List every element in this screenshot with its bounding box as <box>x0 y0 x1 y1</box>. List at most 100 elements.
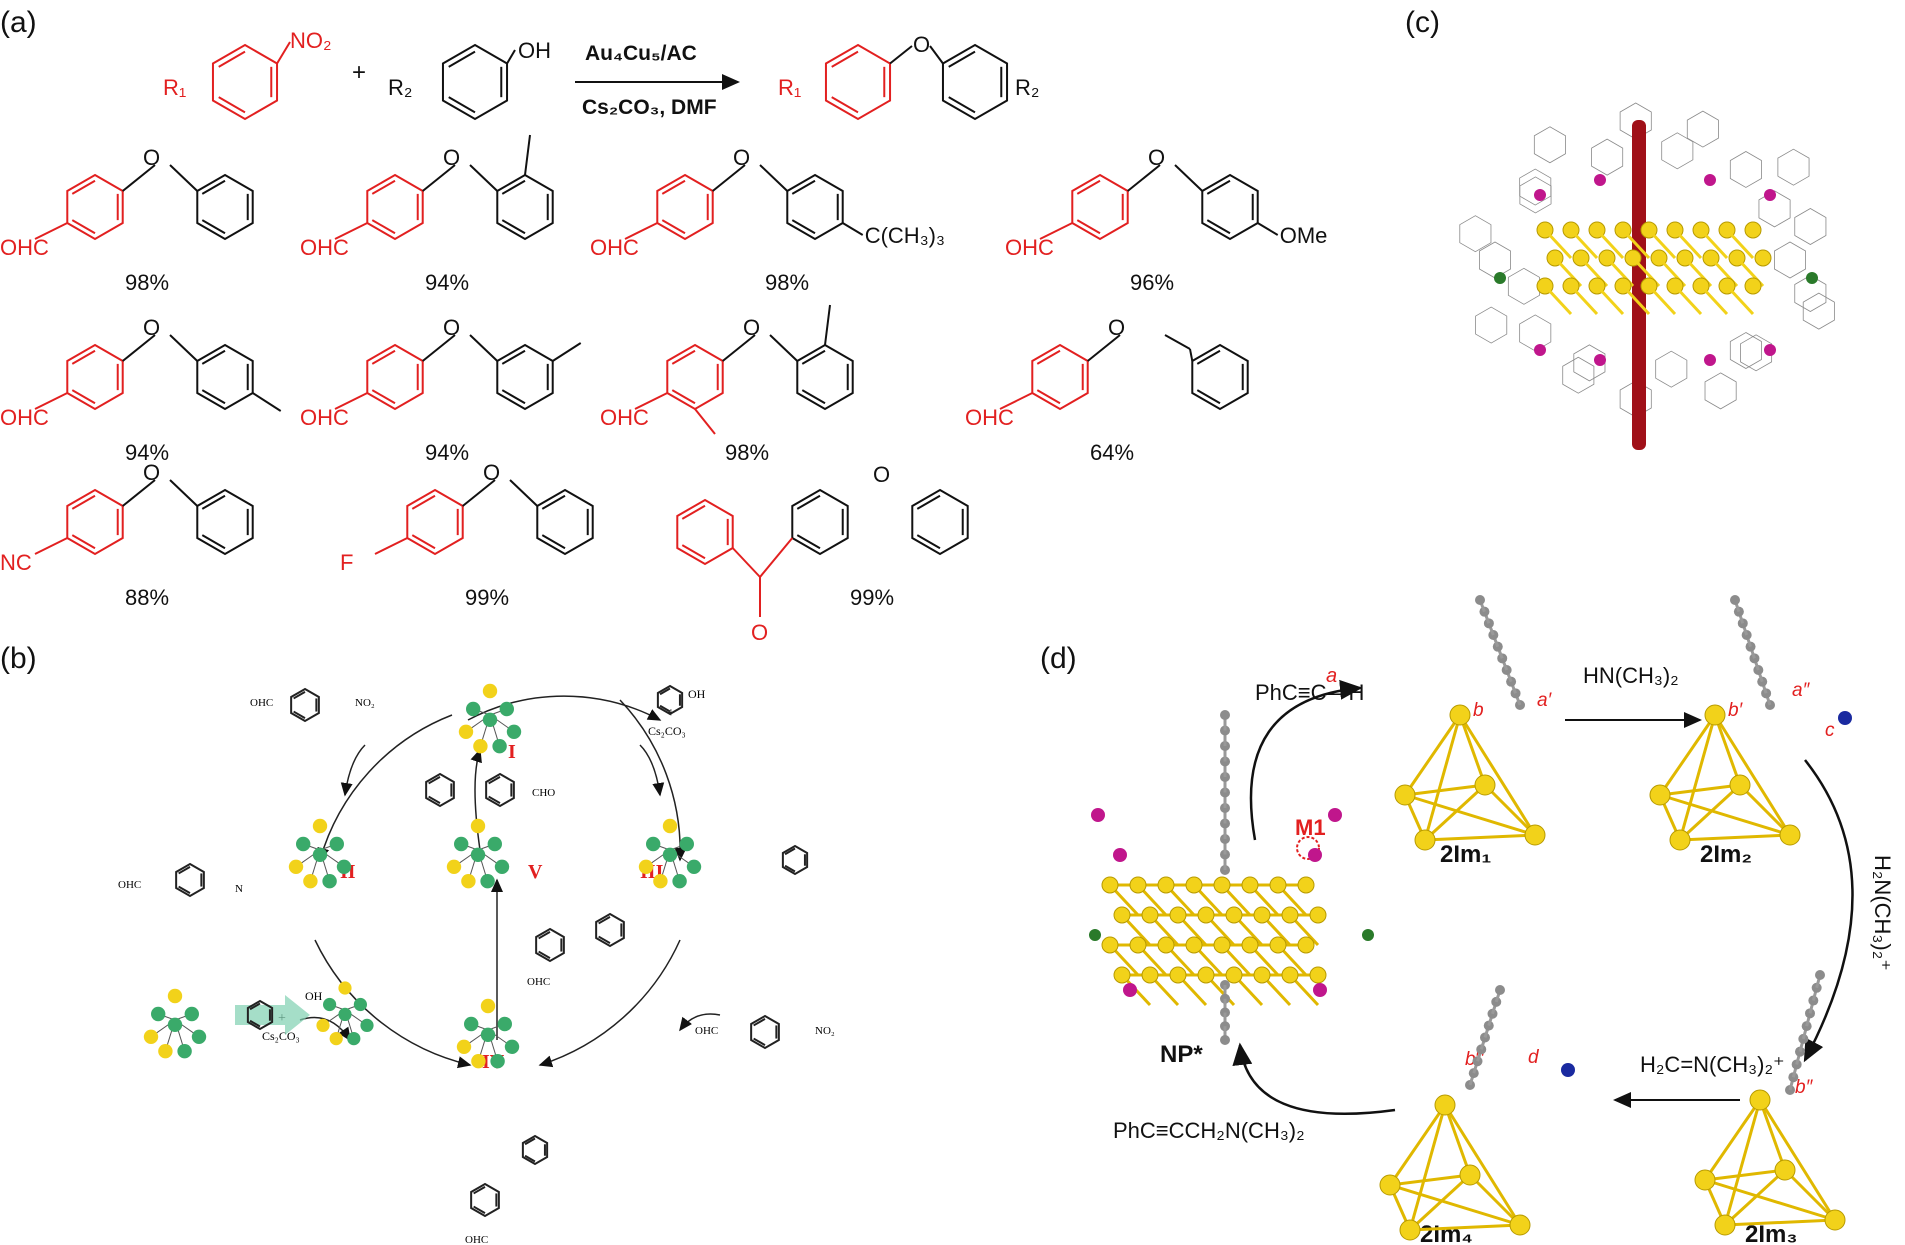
metal-atom <box>1714 1214 1736 1236</box>
phenyl-wire <box>1475 306 1508 344</box>
cluster-atom <box>167 988 183 1004</box>
bond-d: d <box>1528 1047 1540 1068</box>
cluster-atom <box>679 836 694 852</box>
phosphorus-atom <box>1313 983 1327 997</box>
reagent-dimethylamine: HN(CH₃)₂ <box>1583 663 1679 688</box>
cluster-atom <box>456 1039 472 1055</box>
functional-group: OHC <box>300 405 349 430</box>
yield-label: 98% <box>765 270 809 295</box>
metal-atom <box>1213 936 1231 954</box>
cluster-atom <box>653 874 668 889</box>
cluster-atom <box>662 847 678 862</box>
phenyl-wire <box>1758 190 1791 228</box>
cluster-atom <box>158 1044 173 1059</box>
functional-group: OHC <box>965 405 1014 430</box>
phenyl-wire <box>1661 132 1694 170</box>
reactant1-no2: NO₂ <box>290 28 332 53</box>
phenol-ring <box>441 43 516 121</box>
ether-o: O <box>143 145 160 170</box>
cycle-b-drawings <box>143 683 809 1218</box>
product-propargylamine: PhC≡CCH₂N(CH₃)₂ <box>1113 1118 1305 1143</box>
phenyl-ring <box>496 173 554 241</box>
reactant1-r1: R₁ <box>163 75 186 100</box>
ether-o: O <box>1148 145 1165 170</box>
metal-atom <box>1297 936 1315 954</box>
bond-b: b <box>1473 700 1484 721</box>
phenyl-ring <box>196 173 254 241</box>
metal-atom <box>1213 876 1231 894</box>
ether-o: O <box>443 145 460 170</box>
np-label: NP* <box>1160 1041 1203 1068</box>
aryl-ring <box>66 343 124 411</box>
cluster-atom <box>494 859 510 874</box>
metal-atom <box>1253 906 1271 924</box>
phenyl-wire <box>1802 292 1835 330</box>
cluster-atom <box>296 836 311 852</box>
metal-atom <box>1669 829 1691 851</box>
cluster-atom <box>471 1054 486 1069</box>
carbon-atom <box>1220 710 1230 720</box>
aryl-ring <box>366 173 424 241</box>
cluster-atom <box>143 1029 159 1045</box>
metal-atom <box>1113 906 1131 924</box>
cluster-I <box>458 683 522 754</box>
metal-atom <box>1241 876 1259 894</box>
np-cluster <box>1089 808 1374 1007</box>
nitro-reagent-no2: NO₂ <box>355 697 375 709</box>
intermediate-2im2: 2Im₂ <box>1700 841 1752 868</box>
carbonyl-o: O <box>751 620 768 645</box>
cluster-atom <box>167 1017 183 1032</box>
yield-label: 96% <box>1130 270 1174 295</box>
n-ii: N <box>235 883 243 895</box>
metal-atom <box>1269 876 1287 894</box>
phenyl-wire <box>1519 168 1552 206</box>
metal-atom <box>1749 1089 1771 1111</box>
bond-b-prime: b′ <box>1728 700 1744 721</box>
metal-atom <box>1225 906 1243 924</box>
product-r1: R₁ <box>778 75 801 100</box>
alkyne-2im1 <box>1475 595 1525 710</box>
reaction-scheme: R₁ NO₂ + R₂ OH Au₄Cu₅/AC Cs₂CO₃, DMF R₁ … <box>163 28 1039 121</box>
metal-atom <box>1414 829 1436 851</box>
bond-a-double-prime: a″ <box>1792 680 1811 701</box>
metal-atom <box>1197 966 1215 984</box>
yield-label: 64% <box>1090 440 1134 465</box>
phenyl-wire <box>1591 138 1624 176</box>
panel-label-a: (a) <box>0 6 37 39</box>
phosphorus-atom <box>1113 848 1127 862</box>
bond-c: c <box>1825 720 1835 741</box>
cluster-atom <box>646 836 661 852</box>
phenyl-ring <box>796 343 854 411</box>
cluster-atom <box>480 998 496 1014</box>
bond-a: a <box>1326 665 1337 687</box>
panel-label-c: (c) <box>1405 6 1440 39</box>
aryl-ring <box>1071 173 1129 241</box>
carbon-atom <box>1475 595 1485 605</box>
metal-atom <box>1474 774 1496 796</box>
metal-atom <box>1129 876 1147 894</box>
cluster-atom <box>316 1018 330 1032</box>
cluster-bare <box>316 981 374 1046</box>
nitrogen-atom <box>1561 1063 1575 1077</box>
phenyl-wire <box>1794 208 1827 245</box>
metal-atom <box>1729 774 1751 796</box>
phenol-oh-left: OH <box>305 989 323 1003</box>
ohc-v: OHC <box>527 976 550 988</box>
metal-atom <box>1509 1214 1531 1236</box>
phenyl-ring <box>786 173 844 241</box>
metal-atom <box>1169 906 1187 924</box>
nitro-reagent-ohc: OHC <box>250 697 273 709</box>
alkyne-2im3 <box>1785 970 1825 1095</box>
iv-ring-aryl <box>470 1182 500 1218</box>
cluster-atom <box>329 836 344 852</box>
phosphorus-atom <box>1594 174 1606 186</box>
phenyl-wire <box>1573 344 1606 382</box>
functional-group: OHC <box>300 235 349 260</box>
reagent-ammonium: H₂N(CH₃)₂⁺ <box>1870 855 1895 971</box>
metal-atom <box>1101 876 1119 894</box>
aryl-ring <box>1031 343 1089 411</box>
ether-o: O <box>143 315 160 340</box>
panel-label-d: (d) <box>1040 642 1077 675</box>
